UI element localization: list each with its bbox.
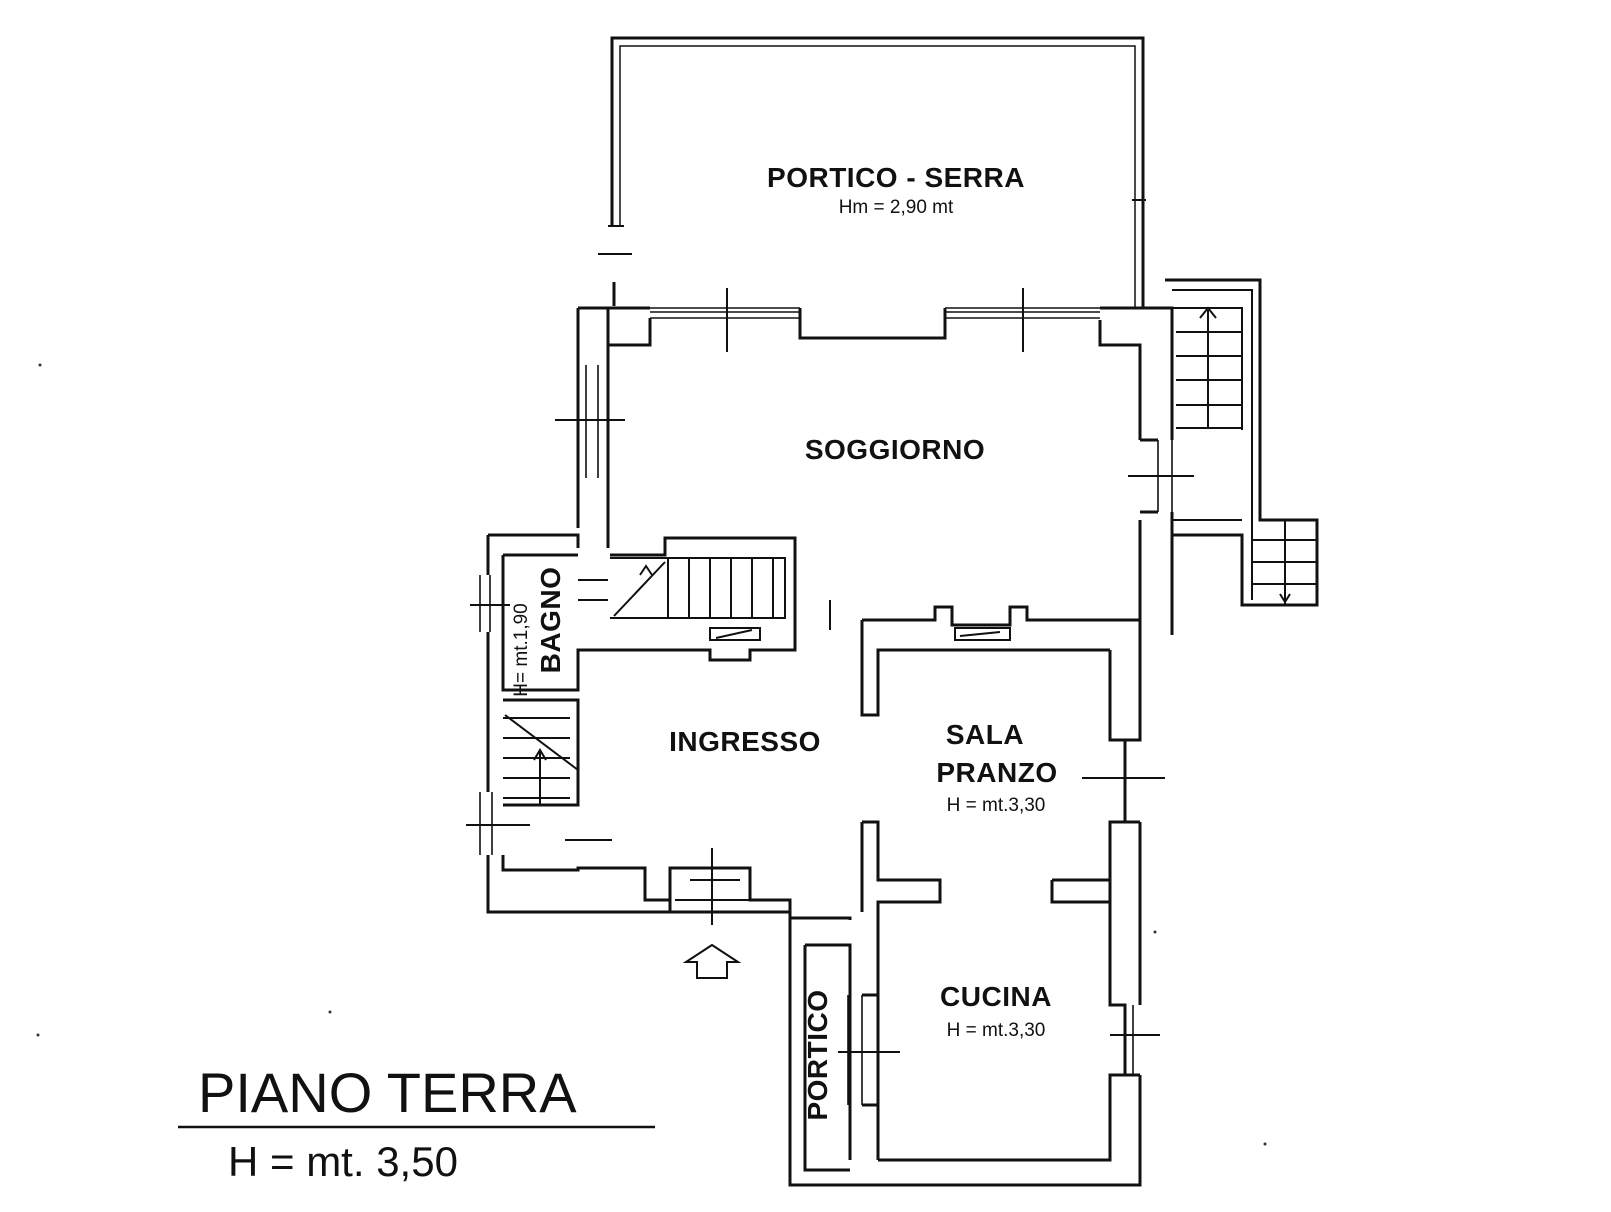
scan-speck bbox=[38, 363, 42, 367]
label-portico: PORTICO bbox=[802, 989, 833, 1120]
bagno-walls bbox=[466, 533, 612, 855]
interior-stair bbox=[608, 536, 831, 662]
scan-speck bbox=[328, 1010, 332, 1014]
external-stair bbox=[1165, 278, 1319, 607]
label-sala: SALA bbox=[946, 719, 1024, 750]
floor-height: H = mt. 3,50 bbox=[228, 1138, 458, 1185]
scan-speck bbox=[1153, 930, 1157, 934]
main-building-walls bbox=[555, 288, 1194, 635]
label-portico-serra: PORTICO - SERRA bbox=[767, 162, 1025, 193]
label-ingresso: INGRESSO bbox=[669, 726, 821, 757]
plan-title: PIANO TERRA bbox=[198, 1061, 577, 1124]
ingresso-walls bbox=[486, 848, 852, 979]
label-soggiorno: SOGGIORNO bbox=[805, 434, 985, 465]
scan-speck bbox=[1263, 1142, 1267, 1146]
portico-serra-walls bbox=[598, 36, 1146, 308]
portico-walls bbox=[803, 943, 900, 1172]
label-cucina-height: H = mt.3,30 bbox=[947, 1020, 1046, 1041]
label-sala-pranzo-height: H = mt.3,30 bbox=[947, 795, 1046, 816]
scan-speck bbox=[36, 1033, 40, 1037]
label-cucina: CUCINA bbox=[940, 981, 1052, 1012]
label-bagno: BAGNO bbox=[535, 567, 566, 674]
label-pranzo: PRANZO bbox=[936, 757, 1057, 788]
sala-cucina-walls bbox=[788, 605, 1165, 1187]
label-portico-serra-height: Hm = 2,90 mt bbox=[839, 197, 954, 218]
label-bagno-height: H= mt.1,90 bbox=[511, 603, 532, 696]
